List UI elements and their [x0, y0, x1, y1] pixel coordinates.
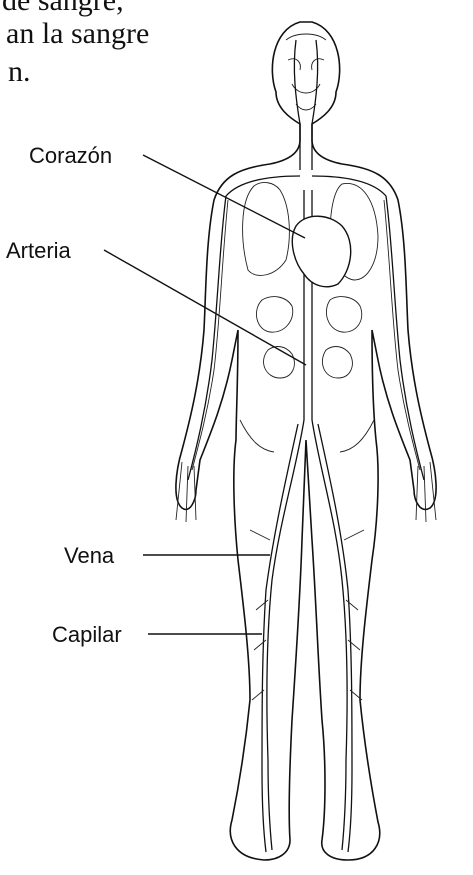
label-vein: Vena	[64, 543, 114, 569]
label-artery: Arteria	[6, 238, 71, 264]
label-capillary: Capilar	[52, 622, 122, 648]
heart	[292, 216, 350, 287]
leader-lines	[104, 155, 306, 634]
left-lung	[243, 183, 290, 276]
leader-heart	[143, 155, 305, 238]
label-heart: Corazón	[29, 143, 112, 169]
organs	[243, 183, 378, 378]
body-outline	[176, 22, 436, 860]
leader-artery	[104, 250, 306, 365]
